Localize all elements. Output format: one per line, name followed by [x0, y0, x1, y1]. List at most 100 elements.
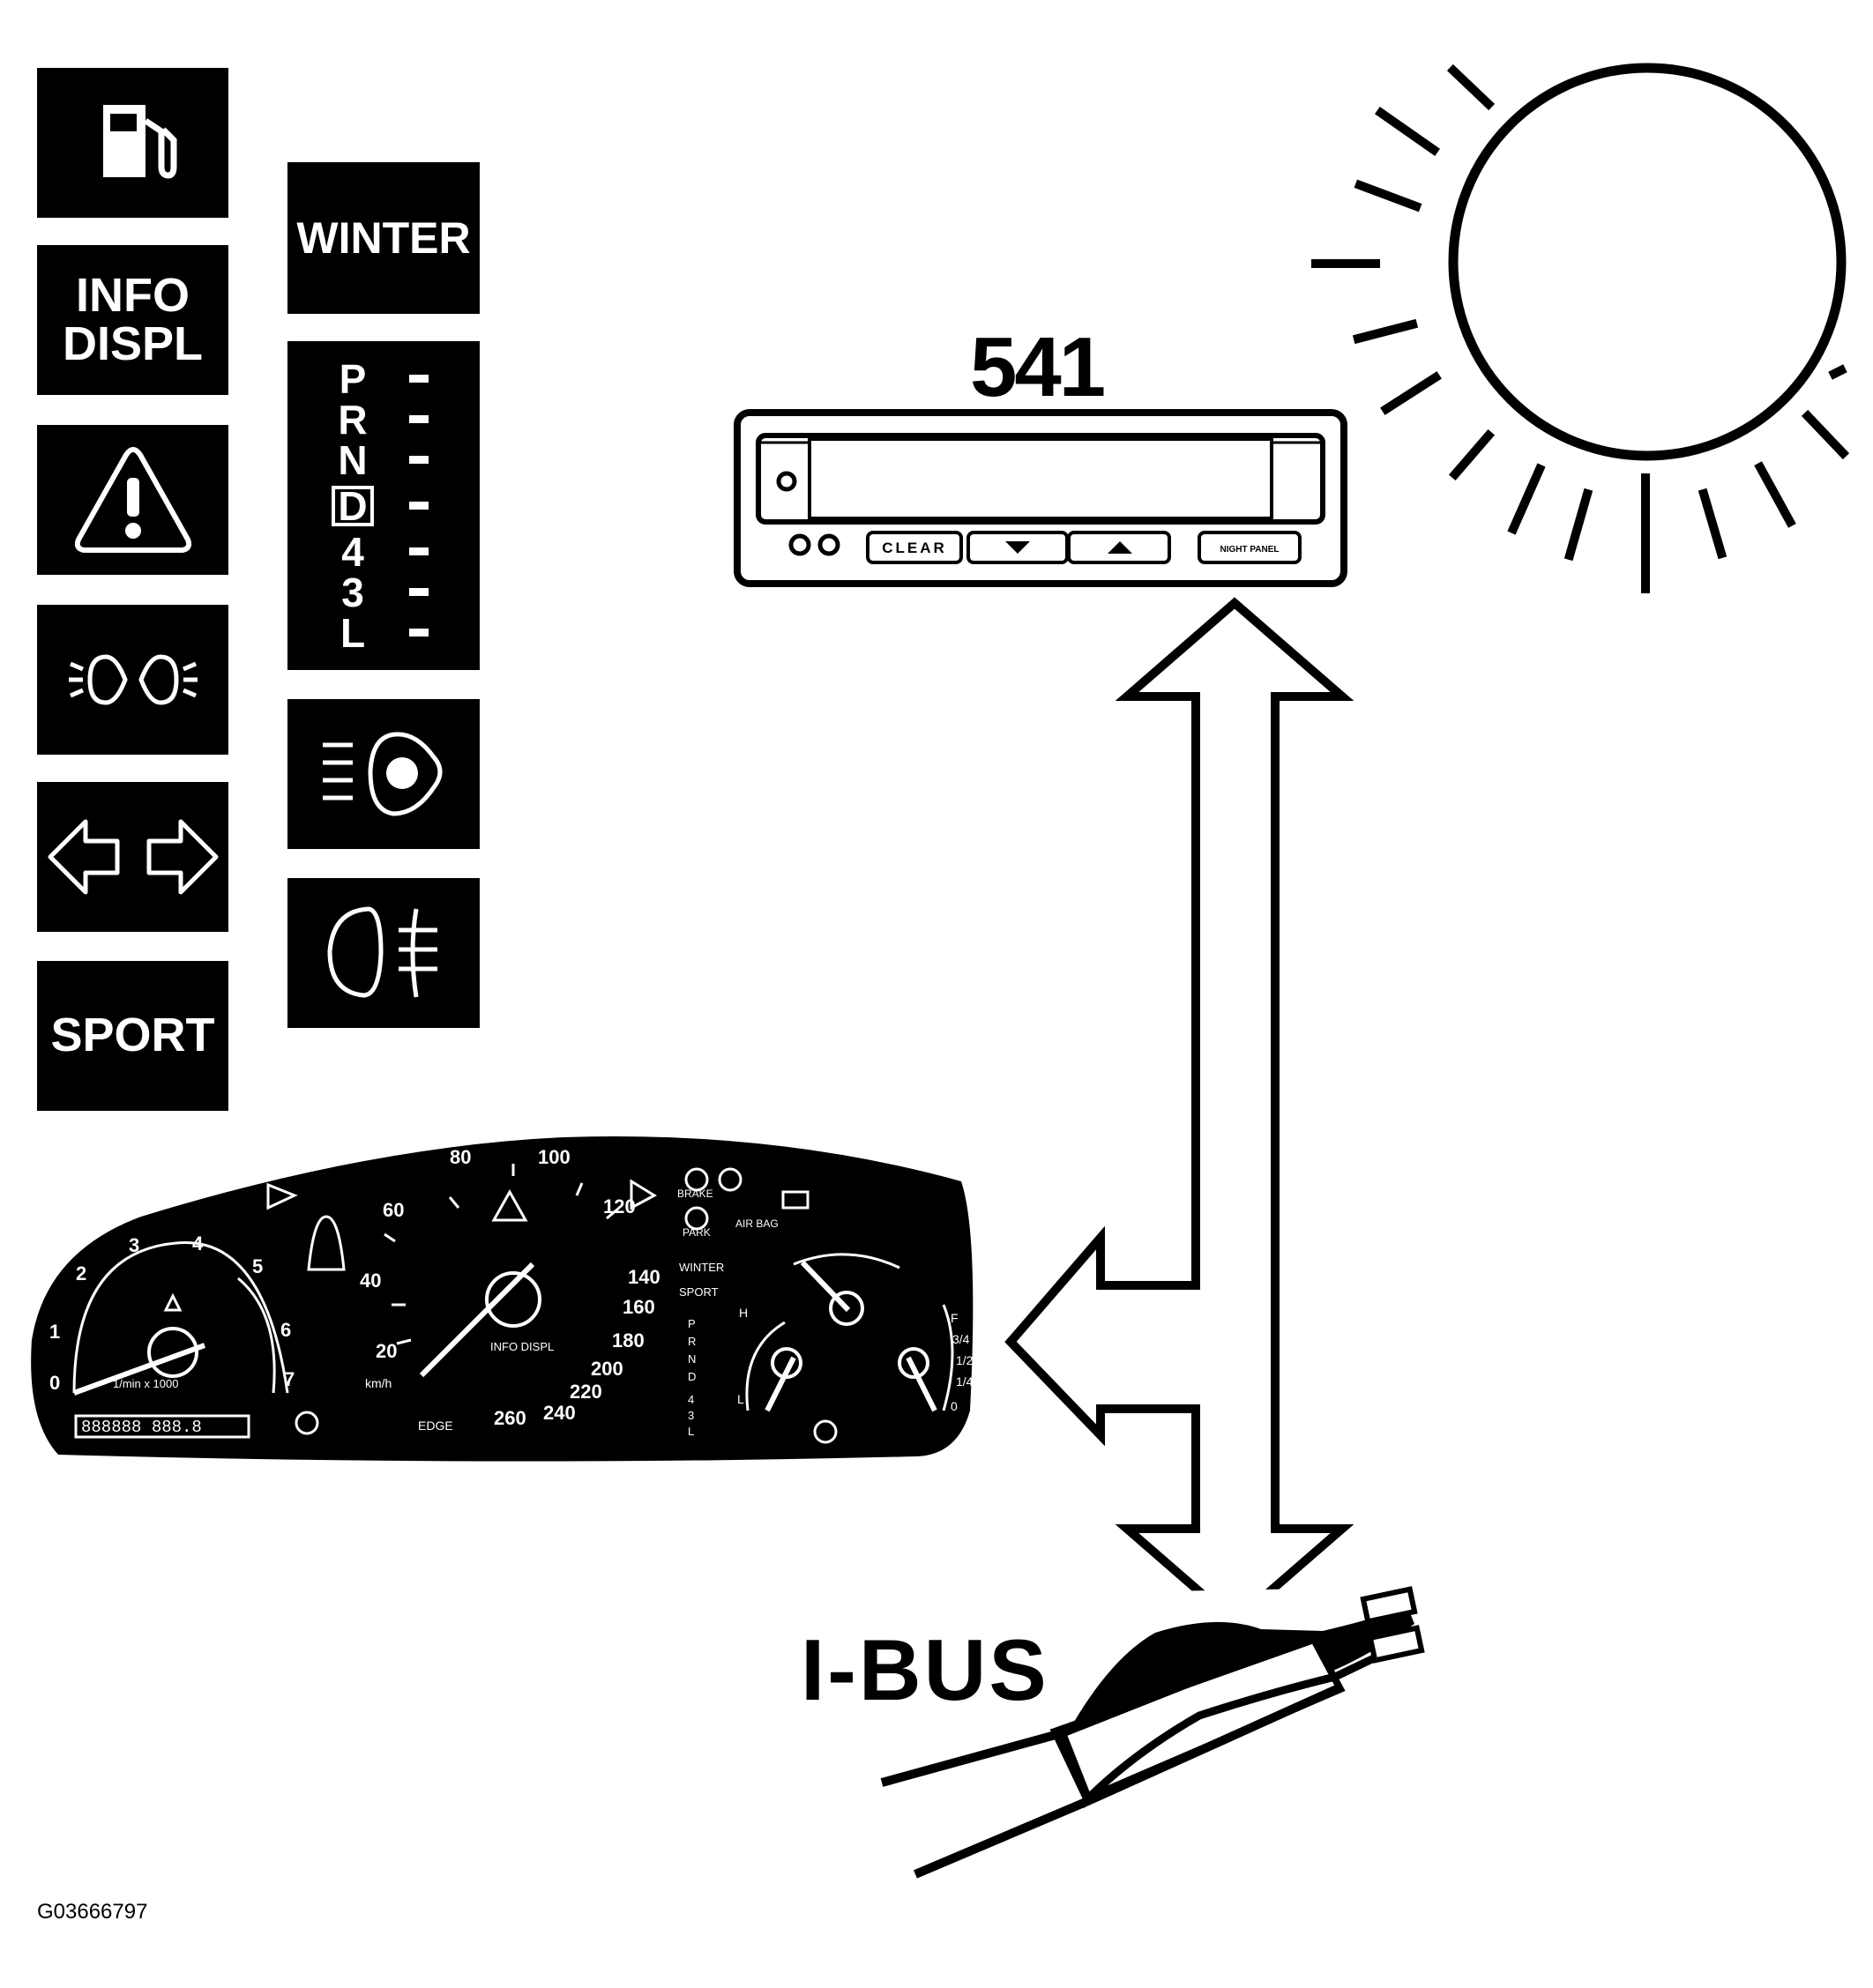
speed-tick: 220	[570, 1381, 602, 1403]
gear-row-l: L	[332, 613, 480, 653]
tach-tick: 3	[129, 1234, 139, 1256]
cluster-gear: 4	[688, 1393, 694, 1406]
warning-triangle-icon	[74, 446, 191, 553]
speed-tick: 80	[450, 1146, 471, 1168]
sport-tile: SPORT	[37, 961, 228, 1111]
fuel-mark: 1/2	[956, 1353, 974, 1367]
bus-label: I-BUS	[801, 1621, 1049, 1718]
figure-code: G03666797	[37, 1900, 148, 1924]
data-flow-arrow	[1004, 597, 1354, 1628]
high-beam-tile	[287, 699, 480, 849]
info-displ-tile: INFO DISPL	[37, 245, 228, 395]
info-label: INFO	[76, 268, 190, 322]
brake-label: BRAKE	[677, 1188, 713, 1200]
tach-tick: 5	[252, 1255, 263, 1277]
fuel-pump-icon	[102, 105, 176, 179]
sid-night-panel-button: NIGHT PANEL	[1220, 545, 1279, 555]
gear-dash	[409, 415, 429, 423]
gear-4: 4	[341, 528, 364, 575]
gear-row-4: 4	[332, 532, 480, 572]
odometer-display: 888888 888.8	[81, 1418, 202, 1437]
sid-unit-label: 541	[970, 320, 1106, 414]
tach-tick: 2	[76, 1262, 86, 1284]
gear-row-r: R	[332, 399, 480, 440]
bus-cable-icon	[880, 1586, 1425, 1879]
cluster-gear: R	[688, 1335, 696, 1348]
speed-tick: 240	[543, 1402, 576, 1424]
temp-l-label: L	[737, 1392, 744, 1406]
fuel-mark: 1/4	[956, 1374, 974, 1389]
cluster-gear: N	[688, 1352, 696, 1366]
speed-tick: 260	[494, 1407, 526, 1429]
gear-dash	[409, 629, 429, 637]
warning-tile	[37, 425, 228, 575]
fuel-mark: 3/4	[952, 1332, 970, 1346]
speed-tick: 120	[603, 1195, 636, 1217]
kmh-unit: km/h	[365, 1376, 392, 1390]
park-label: PARK	[683, 1226, 711, 1239]
displ-label: DISPL	[62, 317, 204, 370]
temp-h-label: H	[739, 1306, 748, 1320]
gear-r: R	[338, 396, 368, 443]
sport-label: SPORT	[50, 1009, 215, 1062]
high-beam-icon	[323, 732, 443, 816]
gear-dash	[409, 502, 429, 510]
speed-tick: 160	[623, 1296, 655, 1318]
gear-row-p: P	[332, 359, 480, 399]
fuel-scale-labels: F 3/4 1/2 1/4 0	[951, 1311, 974, 1413]
speed-tick: 20	[376, 1340, 397, 1362]
gear-3: 3	[341, 569, 364, 615]
sid-display-unit: CLEAR NIGHT PANEL	[734, 409, 1347, 587]
cluster-gear: D	[688, 1370, 696, 1383]
speed-tick: 100	[538, 1146, 571, 1168]
winter-label: WINTER	[296, 212, 471, 263]
cluster-gear: 3	[688, 1409, 694, 1422]
gear-row-n: N	[332, 440, 480, 480]
parking-lights-tile	[37, 605, 228, 755]
gear-dash	[409, 547, 429, 555]
sid-clear-button: CLEAR	[882, 540, 947, 556]
fuel-mark: F	[951, 1311, 959, 1325]
cluster-gear: P	[688, 1317, 696, 1330]
parking-lights-icon	[68, 654, 198, 705]
sun-icon	[1311, 63, 1850, 593]
tach-tick: 6	[280, 1319, 291, 1341]
gear-d-selected: D	[332, 485, 374, 526]
gear-dash	[409, 456, 429, 464]
speed-tick: 60	[383, 1199, 404, 1221]
reset-label: EDGE	[418, 1418, 453, 1433]
speed-tick: 180	[612, 1329, 645, 1351]
turn-signal-arrows-icon	[48, 819, 218, 895]
speed-tick: 140	[628, 1266, 660, 1288]
fog-light-icon	[327, 906, 437, 998]
gear-row-d: D	[332, 480, 480, 532]
speed-tick: 40	[360, 1269, 381, 1292]
tach-tick: 4	[192, 1232, 204, 1255]
tach-tick: 1	[49, 1321, 60, 1343]
tach-tick: 0	[49, 1372, 60, 1394]
speed-tick: 200	[591, 1358, 623, 1380]
air-bag-label: AIR BAG	[735, 1217, 779, 1230]
fuel-mark: 0	[951, 1399, 958, 1413]
tach-tick-labels: 0 1 2 3 4 5 6 7	[49, 1232, 295, 1394]
gear-dash	[409, 588, 429, 596]
winter-tile: WINTER	[287, 162, 480, 314]
info-displ-small: INFO DISPL	[490, 1340, 554, 1353]
gear-p: P	[339, 355, 367, 402]
cluster-gear: L	[688, 1425, 694, 1438]
winter-small: WINTER	[679, 1261, 724, 1274]
gear-indicator-tile: P R N D 4 3 L	[287, 341, 480, 670]
gear-dash	[409, 375, 429, 383]
tach-tick: 7	[284, 1368, 295, 1390]
gear-row-3: 3	[332, 572, 480, 613]
sport-small: SPORT	[679, 1285, 719, 1299]
tach-unit: 1/min x 1000	[113, 1377, 178, 1390]
fog-light-tile	[287, 878, 480, 1028]
fuel-tile	[37, 68, 228, 218]
gear-l: L	[340, 609, 366, 656]
turn-signal-tile	[37, 782, 228, 932]
